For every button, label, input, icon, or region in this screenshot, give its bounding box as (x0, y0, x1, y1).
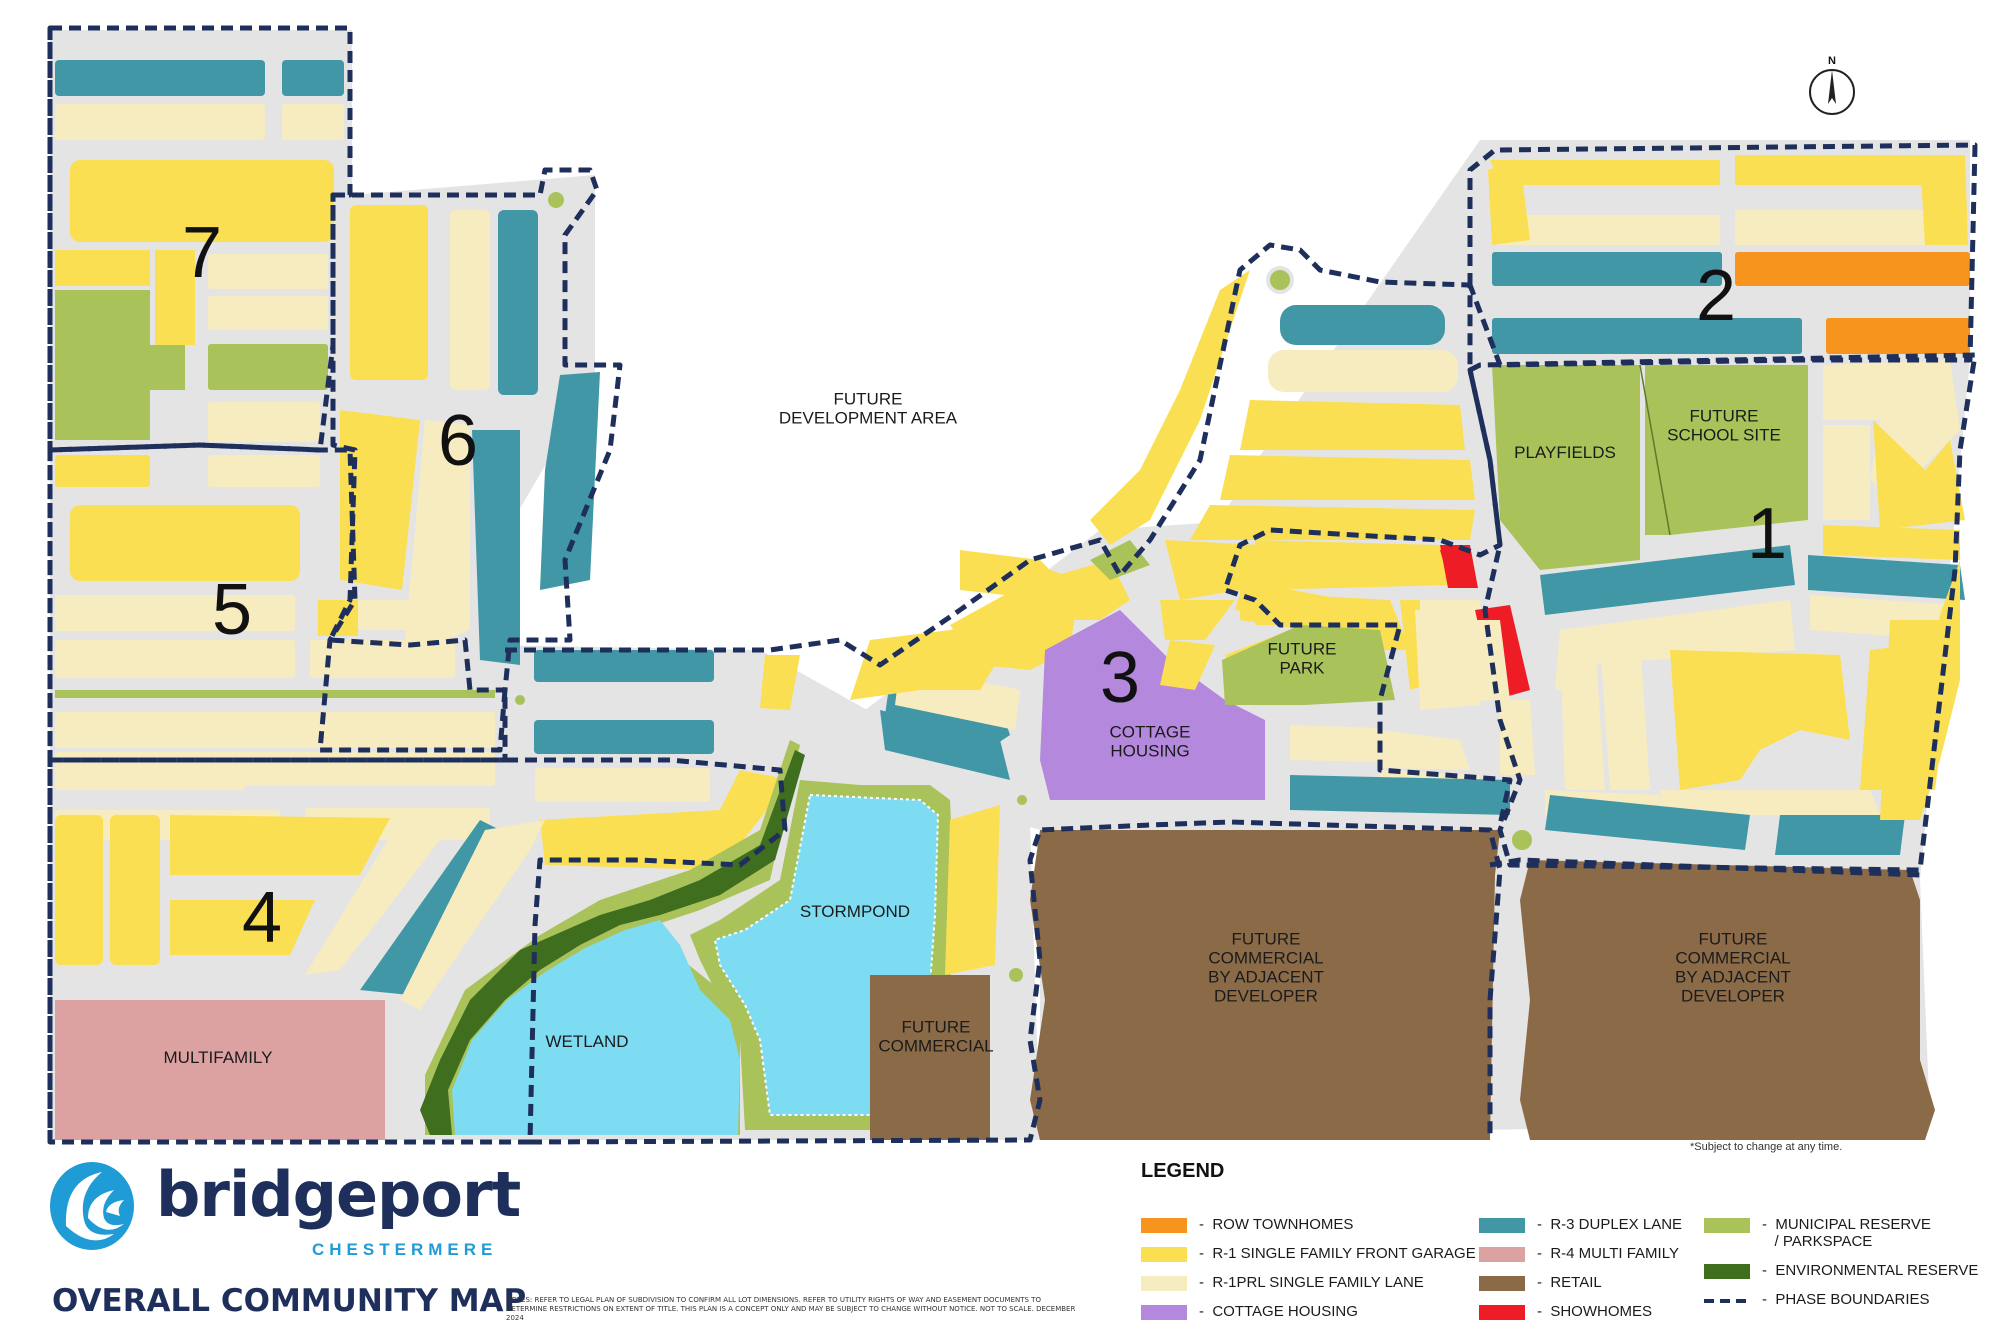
commercial-south (1030, 830, 1935, 1140)
phase-boundary-south (529, 819, 1503, 1145)
legend-item: - SHOWHOMES (1479, 1303, 1652, 1325)
phase-boundary-4 (47, 757, 788, 1145)
north-arrow-icon: N (1809, 55, 1855, 115)
phase-number-7: 7 (182, 213, 222, 293)
school-and-playfields (1492, 364, 1808, 570)
bridgeport-wave-logo-icon (50, 1162, 134, 1250)
legend-swatch (1479, 1247, 1525, 1262)
legend-label: - R-1 SINGLE FAMILY FRONT GARAGE (1199, 1245, 1476, 1262)
legend-swatch (1479, 1218, 1525, 1233)
north-label: N (1828, 55, 1836, 67)
legend-item: - R-1 SINGLE FAMILY FRONT GARAGE (1141, 1245, 1476, 1267)
lot-blocks-phase-2 (1488, 155, 1970, 354)
legend-label: - PHASE BOUNDARIES (1762, 1291, 1930, 1308)
legend-swatch (1479, 1276, 1525, 1291)
plan-notes: NOTES: REFER TO LEGAL PLAN OF SUBDIVISIO… (506, 1296, 1076, 1322)
legend-swatch (1141, 1305, 1187, 1320)
legend-label: - ROW TOWNHOMES (1199, 1216, 1354, 1233)
phase-number-5: 5 (212, 570, 252, 650)
phase-boundaries (47, 25, 1978, 1145)
legend-label: - R-1PRL SINGLE FAMILY LANE (1199, 1274, 1424, 1291)
brand-subtitle: CHESTERMERE (312, 1240, 498, 1259)
legend-item: - COTTAGE HOUSING (1141, 1303, 1358, 1325)
legend-swatch (1704, 1264, 1750, 1279)
brand-name: bridgeport (156, 1158, 521, 1231)
legend-swatch (1704, 1299, 1750, 1303)
legend-label: - R-4 MULTI FAMILY (1537, 1245, 1679, 1262)
legend-swatch (1141, 1247, 1187, 1262)
lot-blocks-phase-1 (1540, 360, 1965, 855)
label-multifamily: MULTIFAMILY (164, 1048, 273, 1067)
multifamily-area (55, 1000, 385, 1140)
legend-item: - R-1PRL SINGLE FAMILY LANE (1141, 1274, 1424, 1296)
legend-item: - ROW TOWNHOMES (1141, 1216, 1353, 1238)
legend-label: - ENVIRONMENTAL RESERVE (1762, 1262, 1979, 1279)
phase-number-6: 6 (438, 401, 478, 481)
future-park-area (1222, 625, 1395, 705)
label-playfields: PLAYFIELDS (1514, 443, 1616, 462)
cottage-housing-area (1040, 610, 1265, 800)
legend-swatch (1479, 1305, 1525, 1320)
legend-label: - R-3 DUPLEX LANE (1537, 1216, 1683, 1233)
phase-boundary-5 (47, 442, 508, 763)
future-commercial-area (870, 975, 990, 1140)
lot-blocks-phase-6 (318, 205, 600, 665)
lot-blocks-phase-4 (55, 770, 790, 1010)
phase-number-4: 4 (242, 878, 282, 958)
legend-swatch (1141, 1276, 1187, 1291)
legend-label: - COTTAGE HOUSING (1199, 1303, 1358, 1320)
legend-title: LEGEND (1141, 1160, 1225, 1182)
legend-swatch (1704, 1218, 1750, 1233)
phase-boundary-commercial (1489, 857, 1921, 878)
north-arrow: N (1806, 54, 1858, 118)
label-wetland: WETLAND (545, 1032, 628, 1051)
legend-item: - R-4 MULTI FAMILY (1479, 1245, 1679, 1267)
lot-blocks-phase-1-west (1245, 545, 1535, 775)
label-stormpond: STORMPOND (800, 902, 910, 921)
legend-item: - MUNICIPAL RESERVE / PARKSPACE (1704, 1216, 1931, 1250)
legend-swatch (1141, 1218, 1187, 1233)
phase-boundary-1 (1467, 352, 1978, 873)
phase-number-1: 1 (1747, 494, 1787, 574)
subject-to-change-note: *Subject to change at any time. (1690, 1141, 1843, 1153)
map-title: OVERALL COMMUNITY MAP (52, 1283, 527, 1319)
lot-blocks-phase-3-north (1090, 270, 1475, 690)
legend-label: - RETAIL (1537, 1274, 1602, 1291)
phase-boundary-6 (327, 167, 623, 693)
phase-number-3: 3 (1100, 638, 1140, 718)
phase-numbers: 1 2 3 4 5 6 7 (182, 213, 1787, 958)
legend-item: - ENVIRONMENTAL RESERVE (1704, 1262, 1978, 1284)
legend-item: - PHASE BOUNDARIES (1704, 1291, 1930, 1313)
legend-item: - R-3 DUPLEX LANE (1479, 1216, 1682, 1238)
roundabouts (511, 188, 1536, 986)
legend-label: - MUNICIPAL RESERVE / PARKSPACE (1762, 1216, 1931, 1250)
lot-blocks-central (760, 540, 1150, 780)
legend-label: - SHOWHOMES (1537, 1303, 1652, 1320)
lot-block-yellow-pond (945, 805, 1000, 975)
phase-number-2: 2 (1696, 256, 1736, 336)
brand-block: bridgeport CHESTERMERE (44, 1158, 521, 1290)
legend-item: - RETAIL (1479, 1274, 1602, 1296)
wetland-area (420, 740, 805, 1135)
